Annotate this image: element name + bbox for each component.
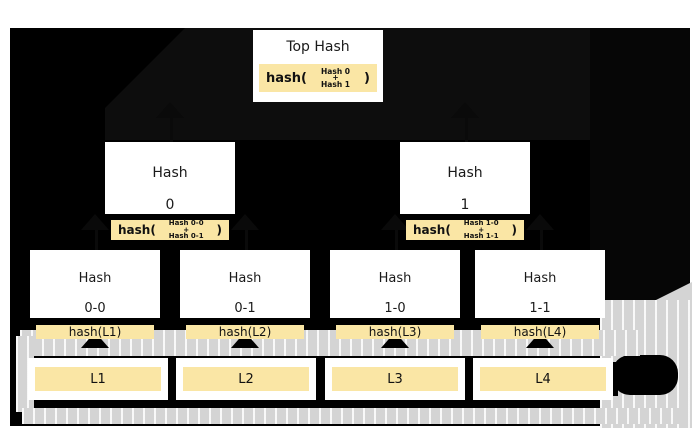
- connector-line-hash1-hash11: [540, 230, 543, 250]
- connector-arrow-hash1-hash11: [526, 214, 554, 230]
- node-top-hash-title: Top Hash: [286, 39, 350, 55]
- hash-function-suffix: ): [511, 223, 517, 238]
- connector-arrow-root-hash0: [156, 102, 184, 118]
- hash-arg-top: Hash 0: [321, 66, 350, 76]
- connector-arrow-hash0-hash01: [231, 214, 259, 230]
- data-block-l3-label: L3: [332, 367, 458, 391]
- node-hash-1-0-title-line2: 1-0: [384, 300, 406, 316]
- node-hash-0-0-title-line2: 0-0: [84, 300, 106, 316]
- connector-line-hash0-hash01: [245, 230, 248, 250]
- data-block-l3[interactable]: L3: [325, 358, 465, 400]
- node-hash-0-1-title: Hash 0-1: [229, 257, 262, 317]
- connector-arrow-hash1-hash10: [381, 214, 409, 230]
- node-hash-1-1-title-line2: 1-1: [529, 300, 551, 316]
- hash-arguments: Hash 0-0 + Hash 0-1: [169, 220, 204, 240]
- node-hash-0-0-title: Hash 0-0: [79, 257, 112, 317]
- node-hash-1-1-expression: hash(L4): [481, 324, 599, 339]
- node-hash-0-1-expression: hash(L2): [186, 324, 304, 339]
- backdrop-shade-right: [590, 28, 690, 318]
- node-hash-1-1-title: Hash 1-1: [524, 257, 557, 317]
- node-hash-1-0-expression: hash(L3): [336, 324, 454, 339]
- hash-arg-bottom: Hash 0-1: [168, 231, 204, 240]
- node-hash-0-1-title-line2: 0-1: [234, 300, 256, 316]
- connector-arrow-hash0-hash00: [81, 214, 109, 230]
- hash-function-suffix: ): [216, 223, 222, 238]
- hash-function-suffix: ): [364, 70, 370, 86]
- data-block-l1-label: L1: [35, 367, 161, 391]
- node-hash-0[interactable]: Hash 0 hash( Hash 0-0 + Hash 0-1 ): [105, 142, 235, 240]
- hash-arguments: Hash 1-0 + Hash 1-1: [464, 220, 499, 240]
- node-top-hash[interactable]: Top Hash hash( Hash 0 + Hash 1 ): [253, 30, 383, 102]
- hash-function-prefix: hash(: [266, 70, 307, 86]
- connector-line-hash1-hash10: [395, 230, 398, 250]
- data-block-l2[interactable]: L2: [176, 358, 316, 400]
- node-hash-1-0-title-line1: Hash: [378, 270, 412, 286]
- node-hash-1-0-title: Hash 1-0: [379, 257, 412, 317]
- data-block-l1[interactable]: L1: [28, 358, 168, 400]
- data-block-l4[interactable]: L4: [473, 358, 613, 400]
- hash-arguments: Hash 0 + Hash 1: [321, 66, 350, 89]
- hash-arg-top: Hash 1-0: [463, 219, 499, 228]
- connector-line-hash0-hash00: [95, 230, 98, 250]
- node-hash-0-1-title-line1: Hash: [228, 270, 262, 286]
- backdrop-shade-corner: [105, 28, 185, 108]
- node-hash-0-title-line2: 0: [165, 197, 175, 214]
- data-block-l2-label: L2: [183, 367, 309, 391]
- stripe-pattern: [22, 408, 682, 424]
- hash-function-prefix: hash(: [413, 223, 451, 238]
- node-hash-1-title-line1: Hash: [447, 165, 483, 182]
- node-hash-0-0-expression: hash(L1): [36, 324, 154, 339]
- node-hash-1-0[interactable]: Hash 1-0 hash(L3): [330, 250, 460, 339]
- texture-band-bottom: [22, 408, 682, 424]
- hash-arg-plus: +: [183, 225, 190, 234]
- hash-arg-top: Hash 0-0: [168, 219, 204, 228]
- hash-arg-bottom: Hash 1-1: [463, 231, 499, 240]
- connector-arrow-root-hash1: [451, 102, 479, 118]
- node-hash-1-expression: hash( Hash 1-0 + Hash 1-1 ): [406, 220, 524, 240]
- data-block-l4-label: L4: [480, 367, 606, 391]
- connector-line-root-hash1: [465, 118, 468, 142]
- blob-shape-right: [612, 355, 678, 395]
- connector-line-root-hash0: [170, 118, 173, 142]
- node-hash-0-title: Hash 0: [152, 149, 187, 213]
- hash-arg-plus: +: [332, 73, 339, 83]
- node-hash-0-0-title-line1: Hash: [78, 270, 112, 286]
- node-hash-1-1[interactable]: Hash 1-1 hash(L4): [475, 250, 605, 339]
- node-hash-1-1-title-line1: Hash: [523, 270, 557, 286]
- node-hash-1-title-line2: 1: [460, 197, 470, 214]
- node-hash-1[interactable]: Hash 1 hash( Hash 1-0 + Hash 1-1 ): [400, 142, 530, 240]
- node-hash-0-0[interactable]: Hash 0-0 hash(L1): [30, 250, 160, 339]
- node-hash-0-title-line1: Hash: [152, 165, 188, 182]
- hash-arg-bottom: Hash 1: [321, 79, 350, 89]
- node-hash-0-1[interactable]: Hash 0-1 hash(L2): [180, 250, 310, 339]
- hash-function-prefix: hash(: [118, 223, 156, 238]
- node-top-hash-expression: hash( Hash 0 + Hash 1 ): [259, 64, 377, 93]
- hash-arg-plus: +: [478, 225, 485, 234]
- node-hash-1-title: Hash 1: [447, 149, 482, 213]
- node-hash-0-expression: hash( Hash 0-0 + Hash 0-1 ): [111, 220, 229, 240]
